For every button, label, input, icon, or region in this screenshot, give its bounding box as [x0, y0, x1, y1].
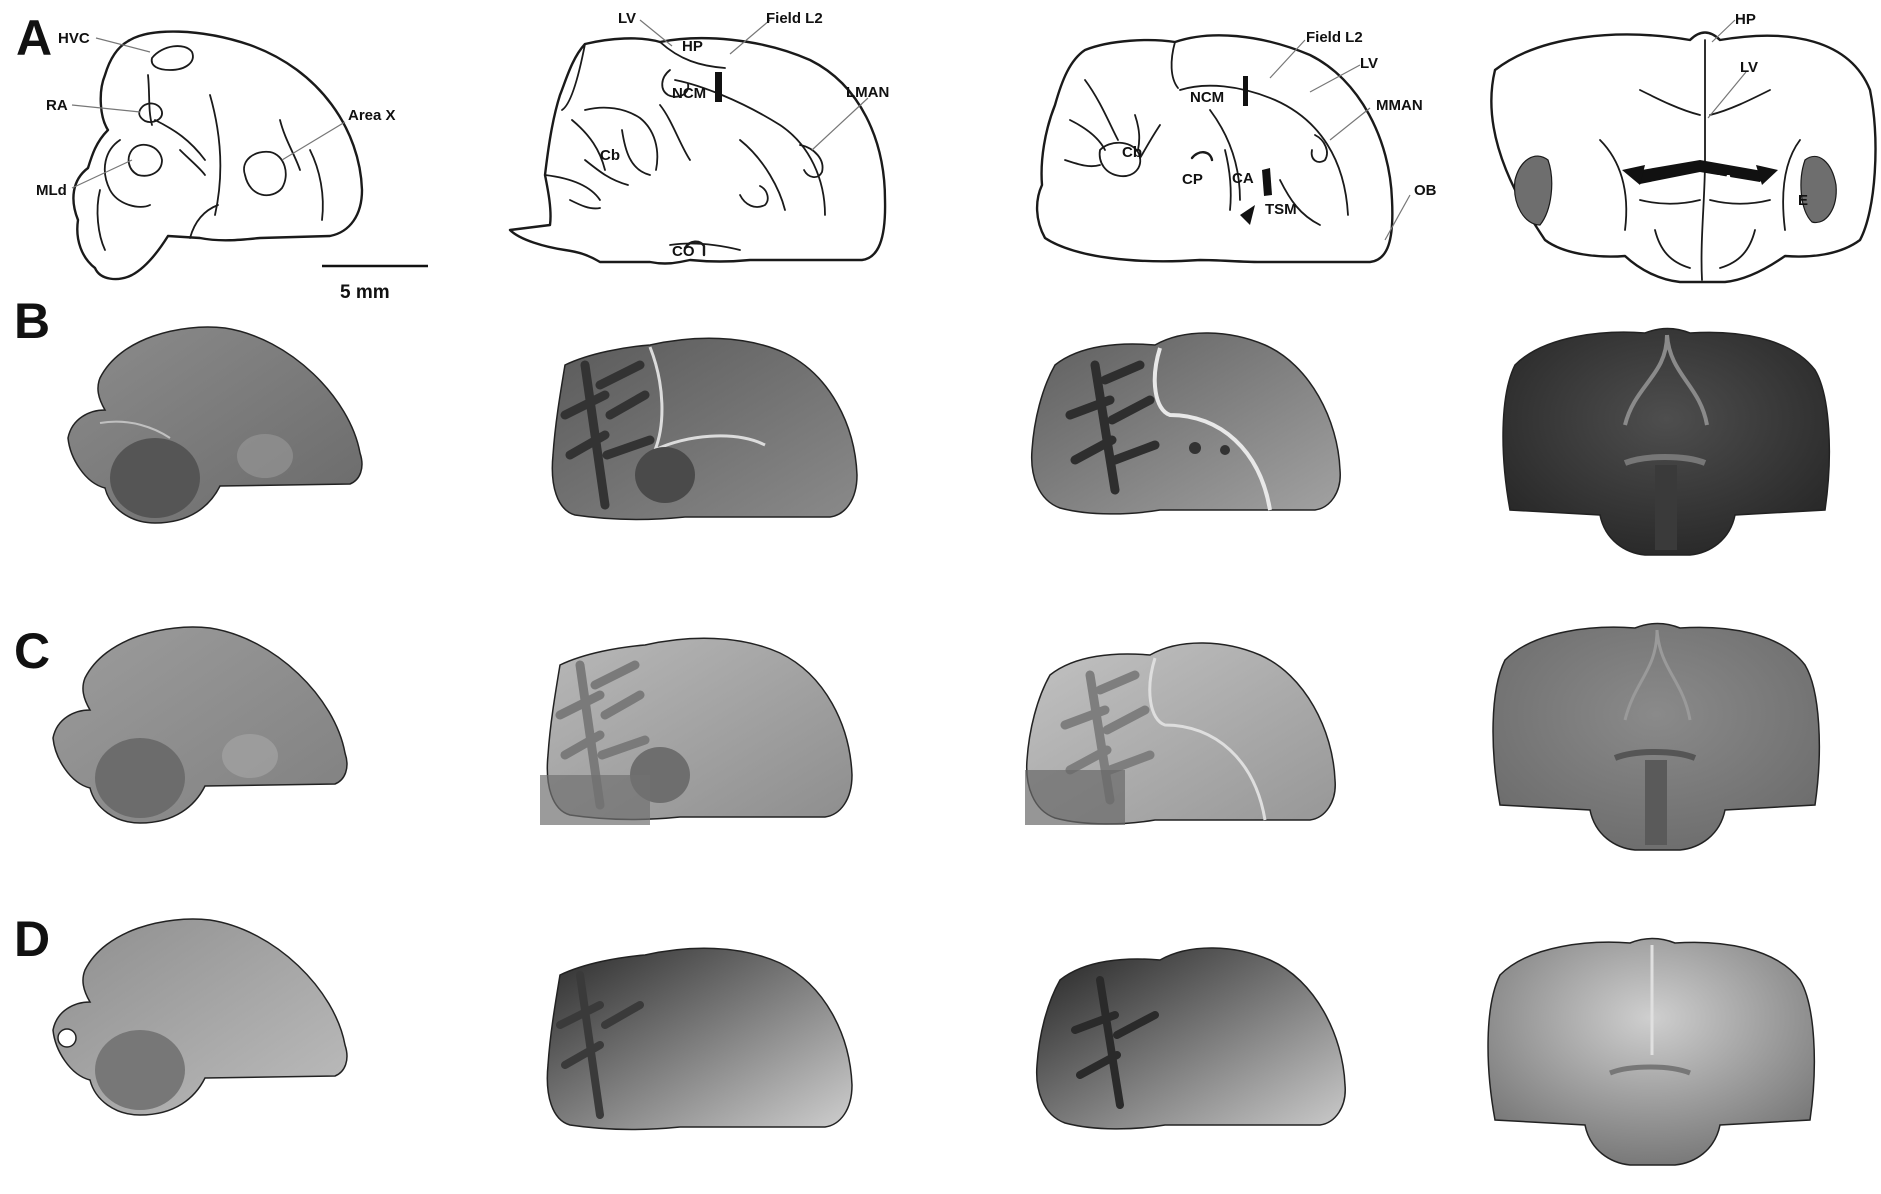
scan-c-mid: [540, 638, 852, 825]
diagram-mid-sagittal: LV Field L2 HP NCM LMAN Cb CO: [510, 10, 889, 264]
panel-label-a: A: [16, 10, 52, 66]
label-hvc: HVC: [58, 30, 90, 47]
scan-d-coronal: [1488, 939, 1814, 1166]
label-lv-3: LV: [1360, 55, 1378, 72]
label-field-l2-3: Field L2: [1306, 29, 1363, 46]
label-tsm: TSM: [1265, 201, 1297, 218]
label-ob: OB: [1414, 182, 1437, 199]
label-e: E: [1798, 192, 1808, 209]
label-mld: MLd: [36, 182, 67, 199]
label-hp-2: HP: [682, 38, 703, 55]
scan-b-medial: [1032, 333, 1341, 514]
label-hp-4: HP: [1735, 11, 1756, 28]
label-cb-2: Cb: [600, 147, 620, 164]
scan-d-mid: [547, 948, 852, 1129]
label-cp: CP: [1182, 171, 1203, 188]
label-ncm-3: NCM: [1190, 89, 1224, 106]
label-ncm-2: NCM: [672, 85, 706, 102]
lesion-left: [1515, 156, 1552, 225]
scan-c-medial: [1025, 643, 1335, 825]
label-cb-3: Cb: [1122, 144, 1142, 161]
panel-label-d: D: [14, 911, 50, 967]
scan-b-mid: [552, 338, 857, 519]
label-field-l2-2: Field L2: [766, 10, 823, 27]
scale-bar-label: 5 mm: [340, 282, 390, 303]
diagram-medial-sagittal: Field L2 LV NCM MMAN Cb CP CA TSM OB: [1037, 29, 1437, 262]
scan-d-medial: [1037, 948, 1346, 1129]
label-ca-3: CA: [1232, 170, 1254, 187]
label-ra: RA: [46, 97, 68, 114]
scan-b-coronal: [1503, 329, 1829, 556]
label-lman: LMAN: [846, 84, 889, 101]
label-mman: MMAN: [1376, 97, 1423, 114]
scan-b-lateral: [68, 327, 362, 523]
label-ca-4: CA: [1712, 172, 1734, 189]
scale-bar: 5 mm: [322, 266, 428, 303]
panel-label-b: B: [14, 293, 50, 349]
panel-label-c: C: [14, 623, 50, 679]
lesion-right: [1801, 156, 1836, 222]
label-co: CO: [672, 243, 695, 260]
scan-c-coronal: [1493, 624, 1819, 851]
label-area-x: Area X: [348, 107, 396, 124]
scan-c-lateral: [53, 627, 347, 823]
label-lv-2: LV: [618, 10, 636, 27]
scan-d-lateral: [53, 919, 347, 1115]
diagram-coronal: HP LV CA E: [1491, 11, 1875, 282]
label-lv-4: LV: [1740, 59, 1758, 76]
diagram-lateral-sagittal: HVC RA MLd Area X: [36, 30, 396, 279]
